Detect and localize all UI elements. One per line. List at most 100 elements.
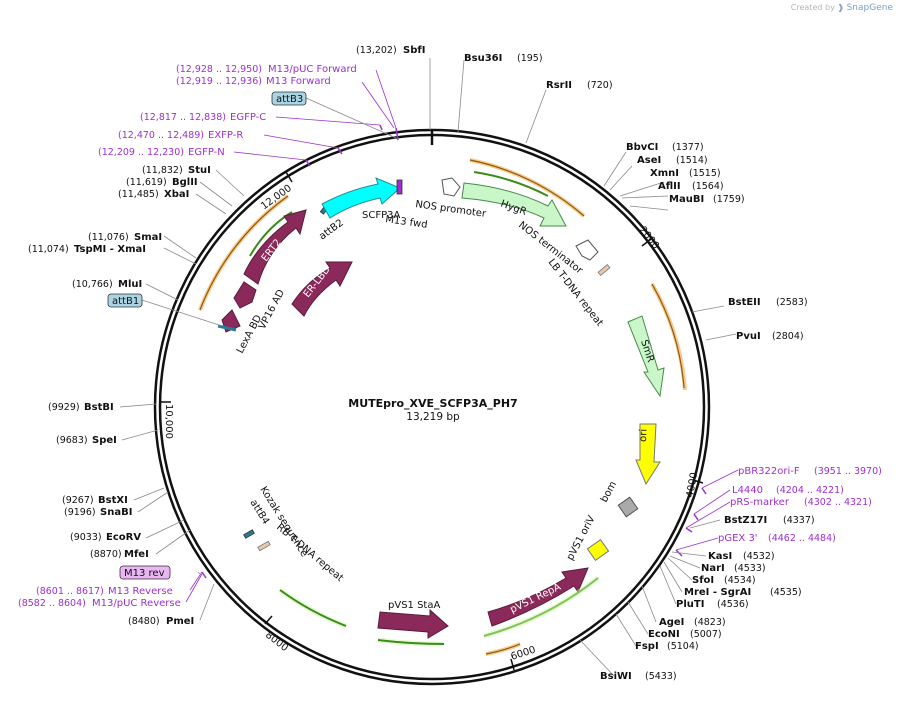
enzyme-bsteii[interactable]: BstEII xyxy=(728,297,761,308)
enzyme-mlui[interactable]: MluI xyxy=(118,279,142,290)
vp16-ad-arrow xyxy=(233,281,257,309)
credit-prefix: Created by xyxy=(790,3,835,12)
primer-m13-fwd-pos: (12,919 .. 12,936) xyxy=(176,76,262,87)
enzyme-xbai[interactable]: XbaI xyxy=(164,189,189,200)
enzyme-bstbi[interactable]: BstBI xyxy=(84,402,114,413)
primer-pgex3[interactable]: pGEX 3' xyxy=(718,533,758,544)
attb3-box[interactable]: attB3 xyxy=(271,91,307,106)
enzyme-fspi[interactable]: FspI xyxy=(635,641,659,652)
rb-repeat-marker xyxy=(257,540,271,552)
enzyme-econi[interactable]: EcoNI xyxy=(648,629,680,640)
enzyme-smai-pos: (11,076) xyxy=(88,232,129,243)
primer-m13puc-fwd[interactable]: M13/pUC Forward xyxy=(268,64,357,75)
enzyme-xmni-pos: (1515) xyxy=(689,168,721,179)
enzyme-smai[interactable]: SmaI xyxy=(134,232,162,243)
primer-pbr322ori-f[interactable]: pBR322ori-F xyxy=(738,466,800,477)
tick-4000: 4000 xyxy=(685,472,700,499)
smr-arrow xyxy=(627,315,665,398)
enzyme-spei[interactable]: SpeI xyxy=(92,435,117,446)
primer-m13puc-rev[interactable]: M13/pUC Reverse xyxy=(92,598,181,609)
scfp3a-label: SCFP3A xyxy=(362,210,400,221)
enzyme-sbfi-pos: (13,202) xyxy=(356,45,397,56)
bom-marker xyxy=(617,496,639,518)
enzyme-bstz17i-pos: (4337) xyxy=(783,515,815,526)
plasmid-size: 13,219 bp xyxy=(406,411,460,423)
snapgene-credit: Created by ❱ SnapGene xyxy=(791,3,893,13)
enzyme-tspmi-xmai-pos: (11,074) xyxy=(28,244,69,255)
enzyme-stui[interactable]: StuI xyxy=(188,165,211,176)
enzyme-ecorv[interactable]: EcoRV xyxy=(106,532,141,543)
enzyme-tspmi-xmai[interactable]: TspMI - XmaI xyxy=(74,244,146,255)
enzyme-mrei-sgrai[interactable]: MreI - SgrAI xyxy=(684,587,751,598)
primer-egfp-c[interactable]: EGFP-C xyxy=(230,112,266,123)
er-lbd-arrow xyxy=(291,261,353,317)
hygr-arrow xyxy=(461,182,567,227)
enzyme-agei[interactable]: AgeI xyxy=(659,617,684,628)
m13-rev-label: M13 rev xyxy=(124,568,165,579)
pvs1-staa-arrow xyxy=(377,608,449,639)
primer-pbr322ori-f-pos: (3951 .. 3970) xyxy=(814,466,882,477)
enzyme-pvui[interactable]: PvuI xyxy=(736,331,761,342)
primer-m13puc-fwd-pos: (12,928 .. 12,950) xyxy=(176,64,262,75)
enzyme-bbvci[interactable]: BbvCI xyxy=(626,142,658,153)
scfp3a-arrow xyxy=(321,177,401,219)
bom-label: bom xyxy=(599,480,619,505)
enzyme-sfoi-pos: (4534) xyxy=(724,575,756,586)
enzyme-asei[interactable]: AseI xyxy=(637,155,661,166)
enzyme-mfei-pos: (8870) xyxy=(90,549,122,560)
enzyme-bglii-pos: (11,619) xyxy=(126,177,167,188)
enzyme-nari-pos: (4533) xyxy=(734,563,766,574)
enzyme-bstxi-pos: (9267) xyxy=(62,495,94,506)
enzyme-xmni[interactable]: XmnI xyxy=(650,168,679,179)
enzyme-bstbi-pos: (9929) xyxy=(48,402,80,413)
repa-green-glow xyxy=(483,576,600,639)
primer-prs-marker[interactable]: pRS-marker xyxy=(730,497,790,508)
enzyme-mlui-pos: (10,766) xyxy=(72,279,113,290)
enzyme-xbai-pos: (11,485) xyxy=(118,189,159,200)
enzyme-rsrii[interactable]: RsrII xyxy=(546,80,572,91)
primer-m13-rev-pos: (8601 .. 8617) xyxy=(36,586,104,597)
attb2-label: attB2 xyxy=(317,218,345,243)
plasmid-name: MUTEpro_XVE_SCFP3A_PH7 xyxy=(348,397,517,410)
enzyme-pluti[interactable]: PluTI xyxy=(676,599,704,610)
enzyme-bsu36i[interactable]: Bsu36I xyxy=(464,53,502,64)
attb1-box[interactable]: attB1 xyxy=(107,293,143,308)
primer-exfp-r[interactable]: EXFP-R xyxy=(208,130,243,141)
primer-prs-marker-pos: (4302 .. 4321) xyxy=(804,497,872,508)
enzyme-pmei[interactable]: PmeI xyxy=(166,616,194,627)
enzyme-bsiwi-pos: (5433) xyxy=(645,671,677,682)
primer-pgex3-pos: (4462 .. 4484) xyxy=(768,533,836,544)
enzyme-maubi[interactable]: MauBI xyxy=(669,194,704,205)
enzyme-bsiwi[interactable]: BsiWI xyxy=(600,671,632,682)
primer-exfp-r-pos: (12,470 .. 12,489) xyxy=(118,130,204,141)
primer-l4440[interactable]: L4440 xyxy=(732,485,763,496)
enzyme-bstxi[interactable]: BstXI xyxy=(98,495,128,506)
primer-leaders xyxy=(185,69,739,603)
enzyme-bstz17i[interactable]: BstZ17I xyxy=(724,515,767,526)
enzyme-aflii[interactable]: AflII xyxy=(658,181,681,192)
hygr-green-line xyxy=(473,171,549,197)
enzyme-bbvci-pos: (1377) xyxy=(672,142,704,153)
ori-arrow xyxy=(635,423,661,486)
pvs1-repa-label: pVS1 RepA xyxy=(508,582,562,616)
enzyme-mfei[interactable]: MfeI xyxy=(124,549,149,560)
primer-m13-rev[interactable]: M13 Reverse xyxy=(108,586,173,597)
m13-rev-box[interactable]: M13 rev xyxy=(119,565,171,580)
enzyme-kasi[interactable]: KasI xyxy=(708,551,732,562)
tick-2000: 2000 xyxy=(637,225,661,252)
enzyme-bsu36i-pos: (195) xyxy=(517,53,543,64)
primer-egfp-n[interactable]: EGFP-N xyxy=(188,147,225,158)
enzyme-snabi-pos: (9196) xyxy=(64,507,96,518)
m13fwd-marker xyxy=(396,179,403,195)
enzyme-bglii[interactable]: BglII xyxy=(172,177,198,188)
pvs1-oriv-marker xyxy=(586,538,610,562)
enzyme-nari[interactable]: NarI xyxy=(701,563,725,574)
enzyme-sfoi[interactable]: SfoI xyxy=(692,575,714,586)
enzyme-sbfi[interactable]: SbfI xyxy=(403,45,425,56)
enzyme-snabi[interactable]: SnaBI xyxy=(100,507,132,518)
pvs1-staa-label: pVS1 StaA xyxy=(388,600,440,611)
repa-green-line xyxy=(483,577,599,637)
enzyme-fspi-pos: (5104) xyxy=(667,641,699,652)
enzyme-bsteii-pos: (2583) xyxy=(776,297,808,308)
primer-m13-fwd[interactable]: M13 Forward xyxy=(266,76,331,87)
